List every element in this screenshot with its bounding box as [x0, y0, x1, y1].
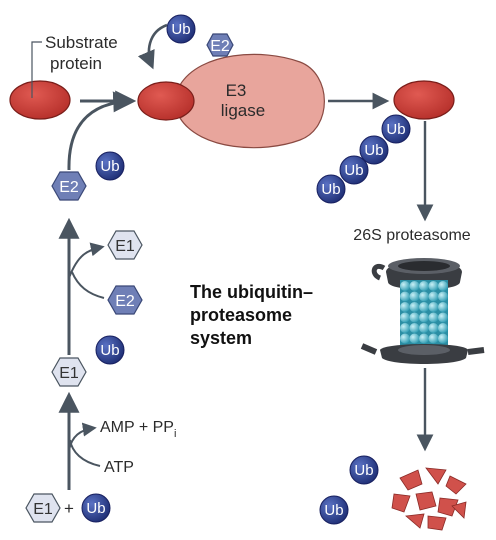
- proteasome-bead: [409, 302, 420, 312]
- proteasome-26s: [360, 258, 485, 364]
- e2-hexagon-top: [206, 33, 234, 57]
- proteasome-bead: [400, 291, 410, 302]
- peptide-fragments: [391, 467, 467, 531]
- proteasome-bead: [400, 312, 410, 323]
- plus-sign: +: [64, 499, 74, 518]
- substrate-protein-free: [9, 80, 71, 120]
- e2-hexagon-left: [51, 171, 87, 201]
- ub-released-label-1: Ub: [354, 462, 373, 479]
- proteasome-label: 26S proteasome: [353, 227, 471, 244]
- substrate-label-1: Substrate: [45, 33, 118, 52]
- proteasome-bead: [428, 312, 439, 323]
- proteasome-bead: [438, 333, 448, 344]
- e1-hexagon-loaded: [51, 357, 87, 387]
- e1-label-bottom: E1: [33, 501, 53, 518]
- proteasome-bead: [428, 291, 439, 302]
- e2-ub-complex-top: E2 Ub: [166, 14, 234, 57]
- ub-released-1: [349, 455, 379, 485]
- ub-chain-label-3: Ub: [344, 162, 363, 179]
- ub-released-2: [319, 495, 349, 525]
- ub-chain-3: [339, 155, 369, 185]
- ub-chain-2: [359, 135, 389, 165]
- proteasome-bead: [400, 333, 410, 344]
- proteasome-bead: [419, 302, 429, 312]
- e1-label-released: E1: [115, 238, 135, 255]
- substrate-protein-polyub: [393, 80, 455, 120]
- proteasome-bead: [419, 333, 429, 344]
- proteasome-bead: [438, 291, 448, 302]
- proteasome-bead: [409, 291, 420, 302]
- proteasome-bead: [400, 302, 410, 312]
- ub-label-e2: Ub: [100, 158, 119, 175]
- ub-chain-4: [316, 174, 346, 204]
- e1-hexagon-released: [107, 230, 143, 260]
- ub-top: [166, 14, 196, 44]
- polyubiquitin-chain: Ub Ub Ub Ub: [316, 114, 411, 204]
- amp-label: AMP + PPi: [100, 419, 176, 440]
- proteasome-bead: [438, 312, 448, 323]
- proteasome-bead: [409, 323, 420, 333]
- ub-chain-label-4: Ub: [321, 181, 340, 198]
- e3-label-1: E3: [226, 81, 247, 100]
- e2-label-top: E2: [210, 38, 230, 55]
- proteasome-bead: [409, 312, 420, 323]
- arrow-e1-release: [68, 242, 105, 279]
- proteasome-bead: [438, 302, 448, 312]
- ub-chain-label-2: Ub: [364, 142, 383, 159]
- e1-label-loaded: E1: [59, 365, 79, 382]
- ub-chain-label-1: Ub: [386, 121, 405, 138]
- proteasome-bead: [400, 281, 410, 291]
- proteasome-bead: [419, 323, 429, 333]
- e1-hexagon-bottom: [25, 493, 61, 523]
- arrow-atp-in: [69, 439, 101, 467]
- ub-label-bottom: Ub: [86, 500, 105, 517]
- proteasome-bead: [428, 323, 439, 333]
- title-line-3: system: [190, 328, 252, 348]
- e2-ub-complex-left: E2 Ub: [51, 151, 125, 201]
- title-line-2: proteasome: [190, 305, 292, 325]
- proteasome-bead: [438, 281, 448, 291]
- proteasome-bead: [419, 281, 429, 291]
- e2-label-left: E2: [59, 179, 79, 196]
- substrate-leader-line: [31, 41, 42, 98]
- ub-label-e1: Ub: [100, 342, 119, 359]
- atp-label: ATP: [104, 459, 134, 476]
- ub-released-label-2: Ub: [324, 502, 343, 519]
- e1-ub-complex: E1 Ub: [51, 335, 125, 387]
- proteasome-bead: [438, 323, 448, 333]
- proteasome-bead: [400, 323, 410, 333]
- ub-chain-1: [381, 114, 411, 144]
- proteasome-bead: [428, 302, 439, 312]
- proteasome-bead: [428, 333, 439, 344]
- arrow-e2-to-e3: [67, 91, 135, 171]
- substrate-protein-bound: [137, 81, 195, 121]
- e2-hexagon-free: [107, 285, 143, 315]
- ub-on-e1: [95, 335, 125, 365]
- proteasome-bead: [428, 281, 439, 291]
- substrate-label-2: protein: [50, 54, 102, 73]
- title-line-1: The ubiquitin–: [190, 282, 313, 302]
- arrow-ub-transfer-curve: [137, 23, 168, 70]
- arrow-amp-out: [68, 422, 97, 451]
- proteasome-bead: [409, 333, 420, 344]
- proteasome-bead: [419, 291, 429, 302]
- proteasome-bead: [409, 281, 420, 291]
- ub-on-e2: [95, 151, 125, 181]
- ub-bottom: [81, 493, 111, 523]
- proteasome-bead: [419, 312, 429, 323]
- e2-label-free: E2: [115, 293, 135, 310]
- ub-label-top: Ub: [171, 21, 190, 38]
- e3-label-2: ligase: [221, 101, 265, 120]
- arrow-e2-entry: [71, 271, 105, 299]
